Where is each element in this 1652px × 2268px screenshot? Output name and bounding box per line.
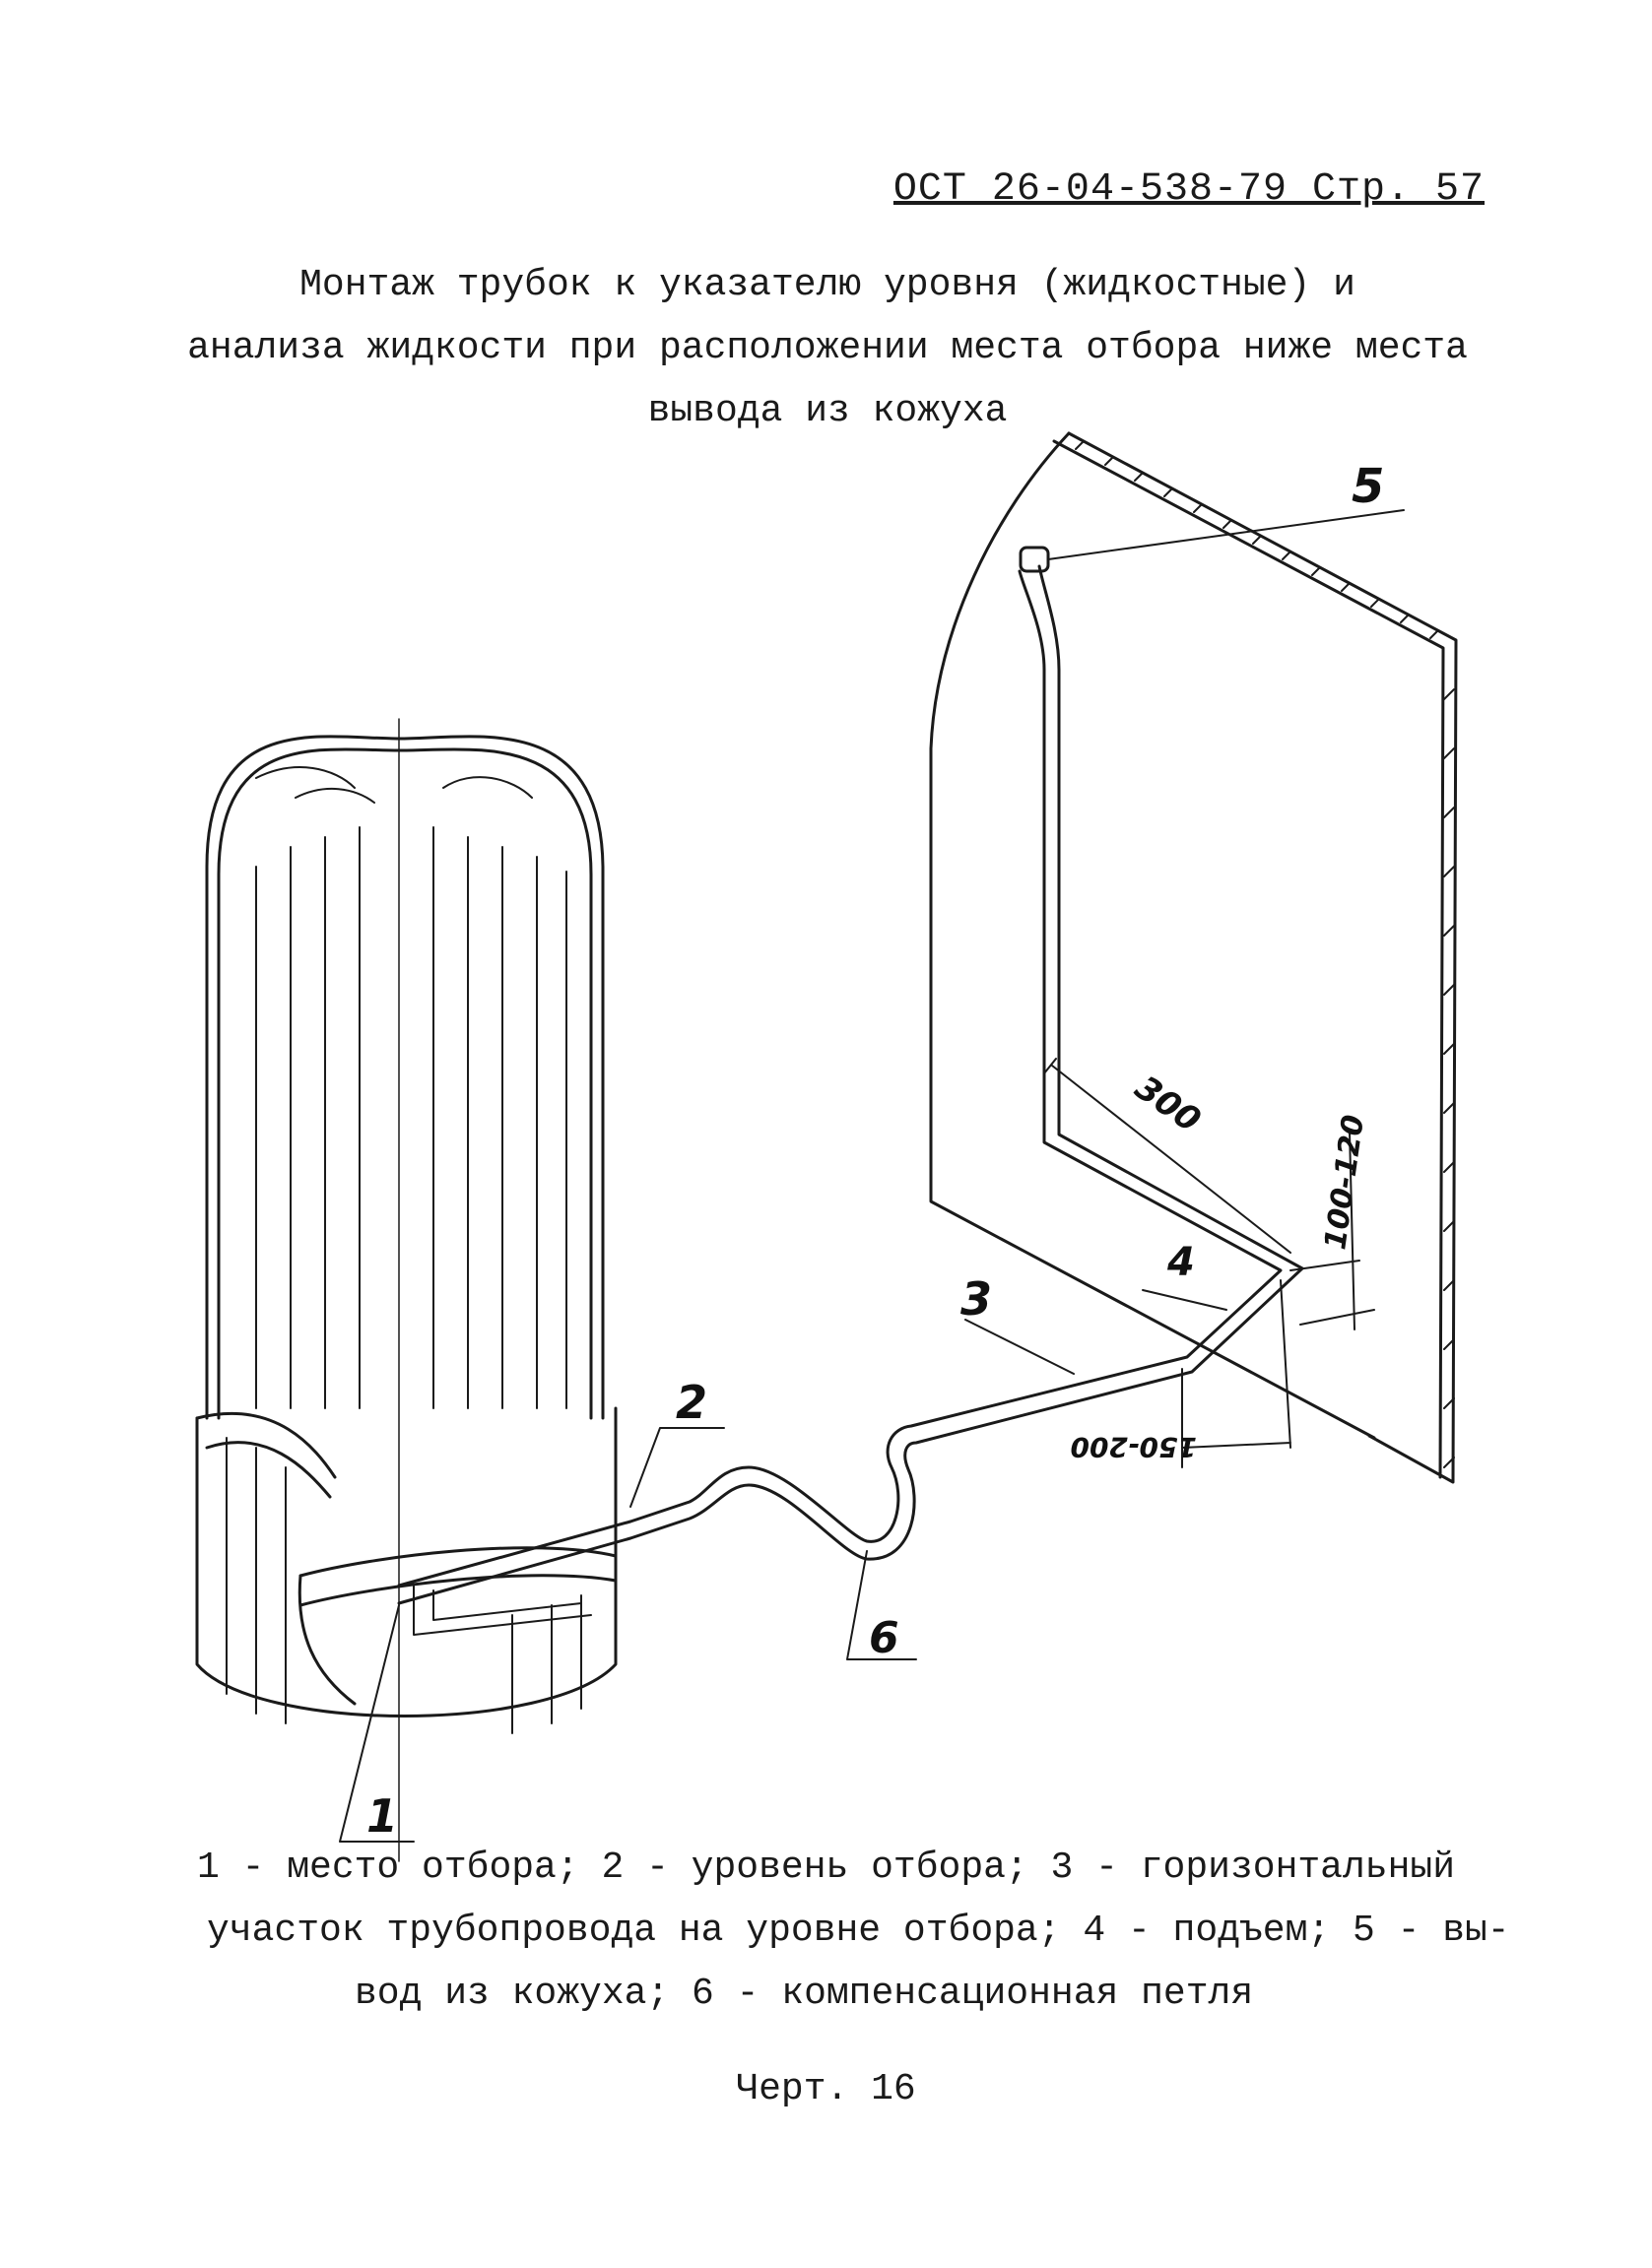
drawing-title: Монтаж трубок к указателю уровня (жидкос… (177, 254, 1478, 443)
leader-2 (629, 1427, 725, 1508)
document-reference: ОСТ 26-04-538-79 Стр. 57 (892, 167, 1485, 212)
leader-4 (1142, 1289, 1227, 1311)
callout-3: 3 (960, 1272, 992, 1326)
dimension-150-200: 150-200 (1070, 1431, 1197, 1463)
figure-label: Черт. 16 (736, 2068, 916, 2110)
caption-line-3: вод из кожуха; 6 - компенсационная петля (355, 1973, 1254, 2015)
leader-lines (339, 509, 1405, 1843)
dimension-300: 300 (1128, 1069, 1208, 1140)
title-line-1: Монтаж трубок к указателю уровня (жидкос… (299, 264, 1355, 306)
leader-5 (1047, 509, 1405, 560)
title-line-3: вывода из кожуха (647, 390, 1008, 432)
leader-1 (339, 1604, 415, 1843)
title-line-2: анализа жидкости при расположении места … (187, 327, 1468, 369)
callout-6: 6 (869, 1613, 899, 1663)
leader-3 (964, 1319, 1075, 1375)
dimension-100-120: 100-120 (1318, 1113, 1371, 1252)
leader-6 (846, 1550, 917, 1660)
callout-4: 4 (1166, 1240, 1195, 1285)
callout-2: 2 (676, 1376, 707, 1429)
caption-line-2: участок трубопровода на уровне отбора; 4… (207, 1910, 1510, 1952)
casing-panel (929, 431, 1458, 1484)
drawing-caption: 1 - место отбора; 2 - уровень отбора; 3 … (197, 1837, 1510, 2026)
pipe-route (397, 546, 1304, 1636)
callout-5: 5 (1352, 459, 1384, 514)
vessel (195, 718, 618, 1862)
callout-1: 1 (366, 1789, 398, 1843)
caption-line-1: 1 - место отбора; 2 - уровень отбора; 3 … (197, 1847, 1456, 1889)
